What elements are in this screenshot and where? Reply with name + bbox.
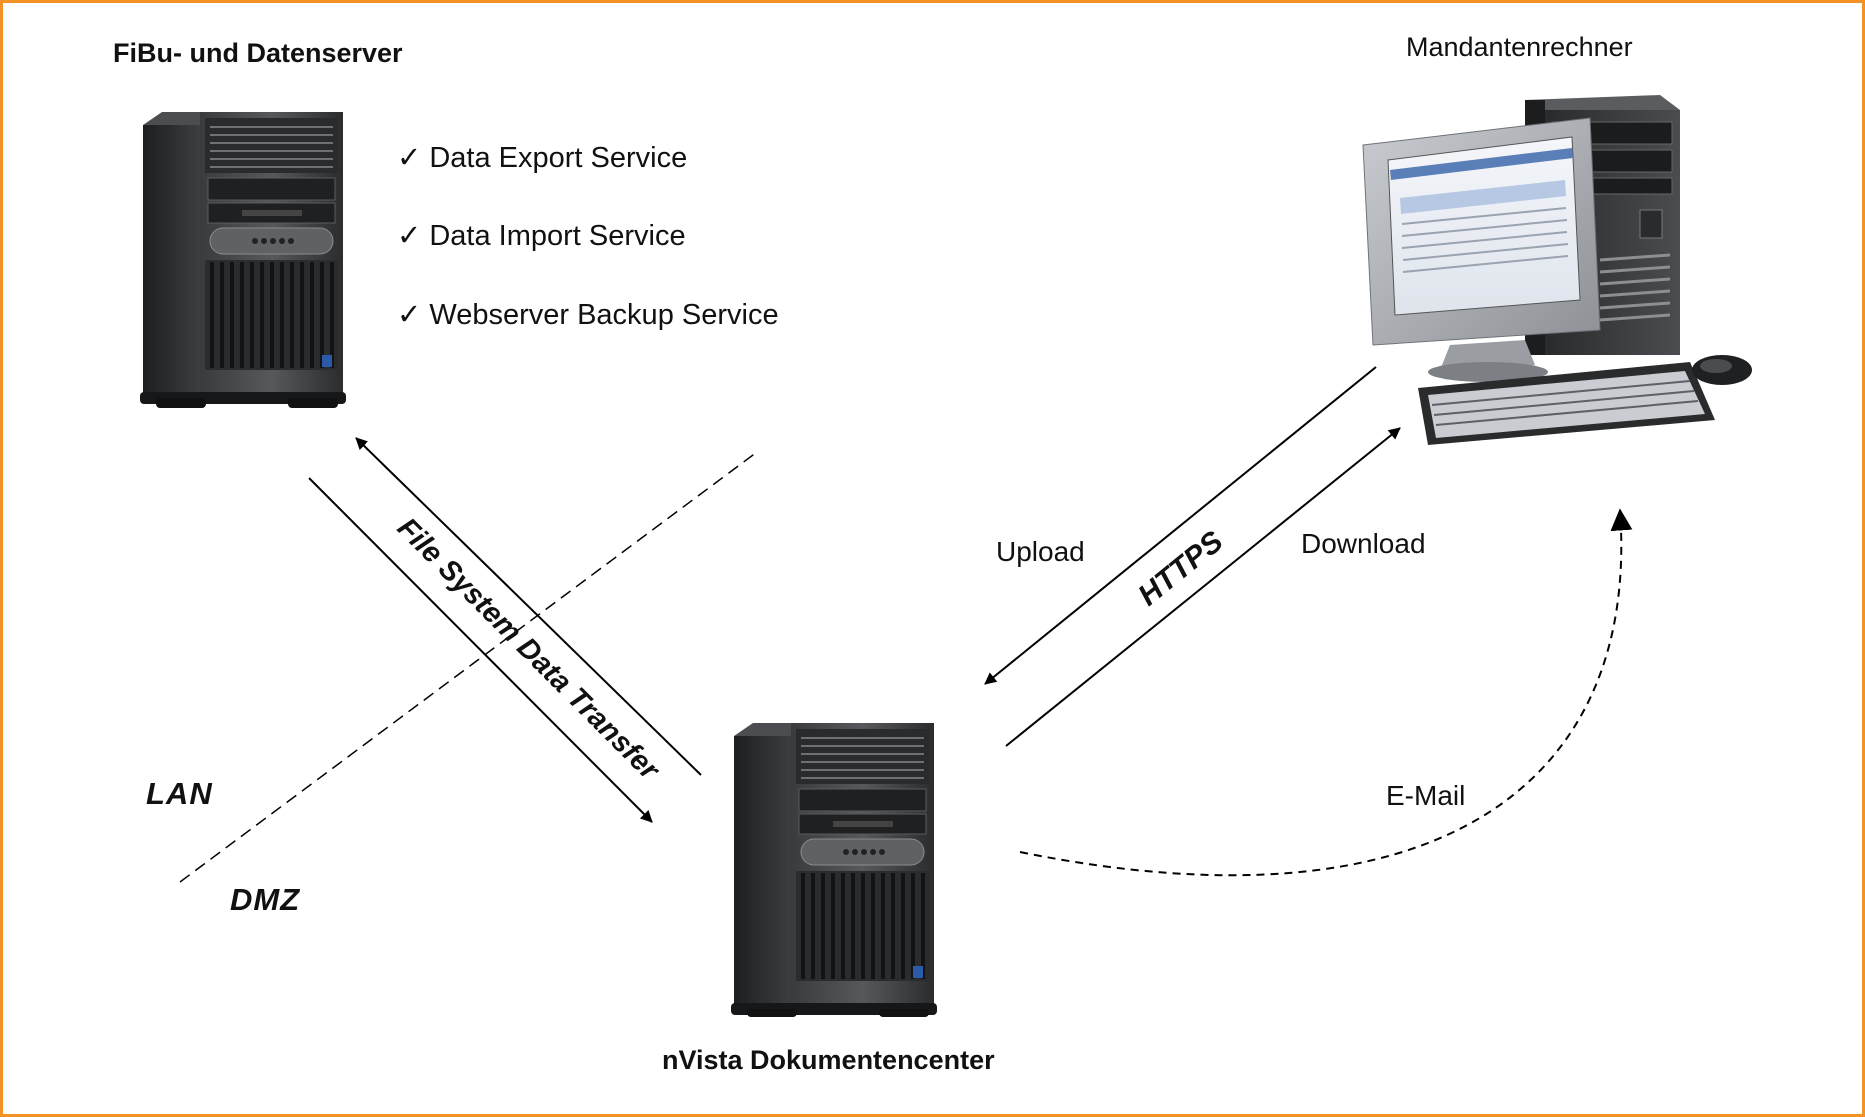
email-label: E-Mail [1386, 780, 1466, 811]
service-webserver-backup: ✓ Webserver Backup Service [397, 299, 779, 331]
dmz-zone-label: DMZ [230, 882, 301, 917]
fibu-server-icon [140, 112, 346, 408]
service-data-export: ✓ Data Export Service [397, 142, 688, 174]
download-arrow [1005, 427, 1401, 747]
lan-zone-label: LAN [146, 776, 213, 811]
email-arrow [1019, 508, 1633, 877]
upload-label: Upload [996, 536, 1085, 567]
fs-arrow-to-nvista [308, 477, 653, 823]
client-computer-title: Mandantenrechner [1406, 32, 1633, 62]
nvista-server-icon [731, 723, 937, 1017]
lan-dmz-divider [179, 451, 758, 883]
fs-arrow-to-fibu [355, 437, 702, 776]
client-computer-icon [1362, 95, 1752, 445]
service-data-import: ✓ Data Import Service [397, 220, 686, 252]
upload-arrow [984, 366, 1377, 685]
nvista-center-title: nVista Dokumentencenter [662, 1045, 995, 1075]
download-label: Download [1301, 528, 1426, 559]
fibu-server-title: FiBu- und Datenserver [113, 38, 403, 68]
